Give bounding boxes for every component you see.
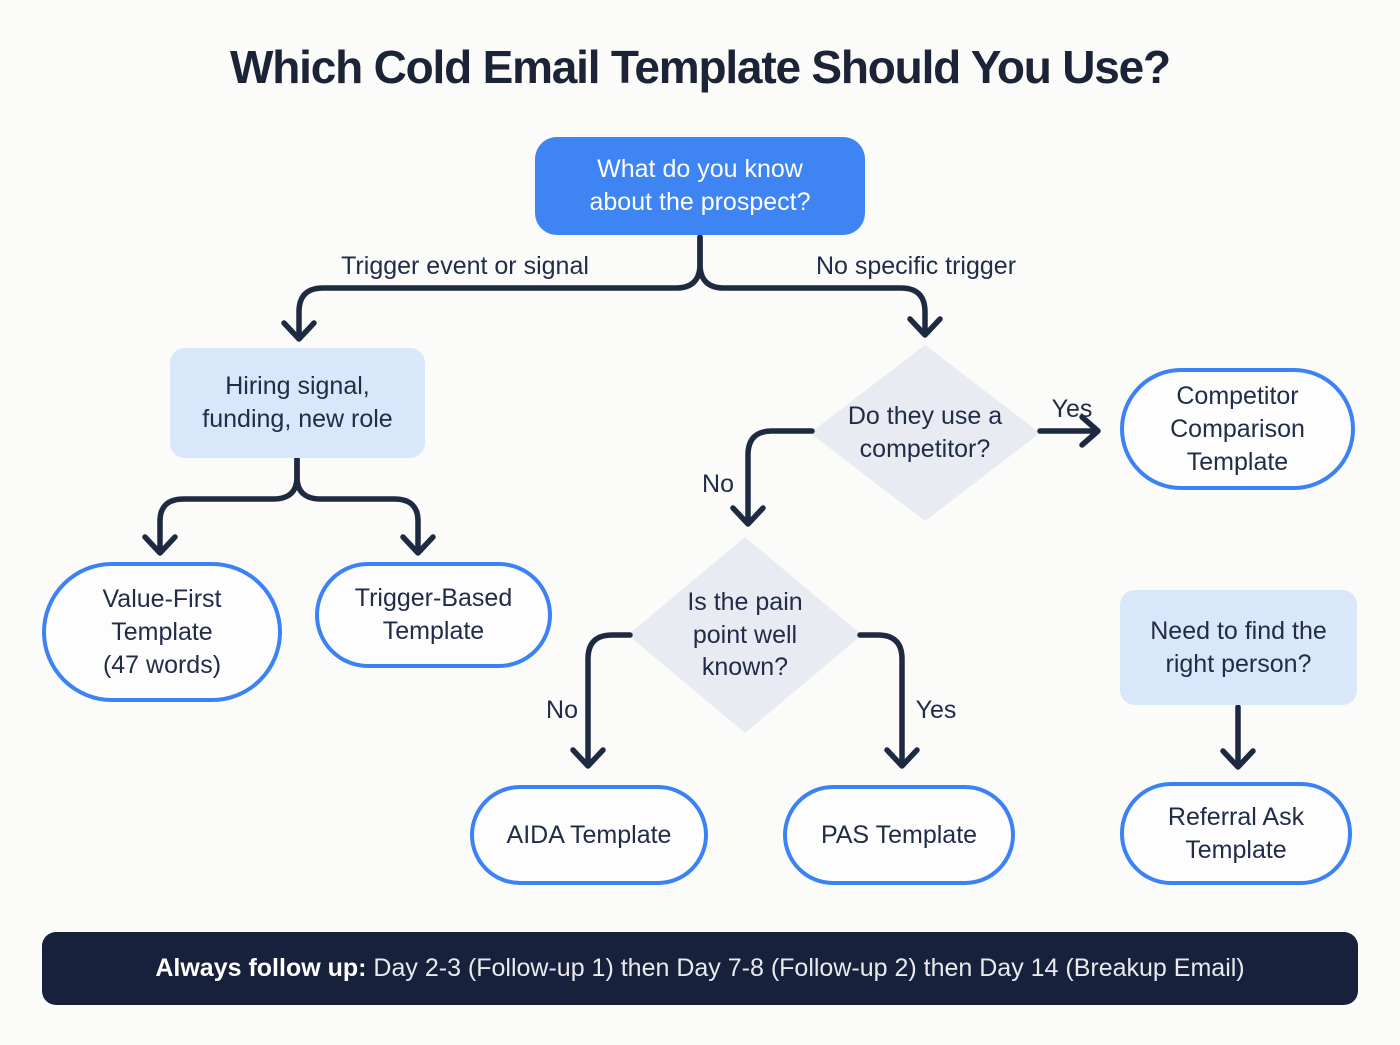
page-title: Which Cold Email Template Should You Use…: [230, 41, 1171, 93]
arrowhead-pas: [884, 747, 920, 769]
edge-root-to-competitor-question: [697, 234, 928, 336]
footer-rest-text: Day 2-3 (Follow-up 1) then Day 7-8 (Foll…: [366, 954, 1245, 982]
node-competitor-comparison-template: Competitor Comparison Template: [1120, 368, 1355, 490]
edge-label-pain-yes: Yes: [915, 696, 957, 724]
edge-no-to-aida: [585, 632, 633, 767]
node-need-right-person: Need to find the right person?: [1120, 590, 1357, 705]
node-root-question: What do you know about the prospect?: [535, 137, 865, 235]
node-referral-ask-template: Referral Ask Template: [1120, 782, 1352, 885]
edge-label-pain-no: No: [546, 696, 578, 724]
edge-label-competitor-no: No: [702, 470, 734, 498]
footer-bold-text: Always follow up:: [155, 954, 367, 982]
edge-hiring-to-value-first: [157, 455, 300, 554]
competitor-question-diamond: [810, 345, 1040, 521]
arrowhead-value-first: [142, 534, 178, 556]
arrowhead-hiring: [281, 320, 317, 342]
edge-hiring-to-trigger-based: [294, 455, 421, 554]
label-pain-question: Is the pain point well known?: [687, 588, 803, 682]
edge-yes-to-pas: [857, 632, 905, 767]
arrowhead-competitor-template: [1079, 414, 1101, 448]
arrowhead-trigger-based: [400, 534, 436, 556]
arrowhead-competitor-question: [907, 316, 943, 338]
arrowhead-aida: [570, 747, 606, 769]
pain-question-diamond: [628, 537, 862, 733]
arrowhead-referral: [1220, 748, 1256, 770]
arrowhead-pain-question: [730, 505, 766, 527]
footer-follow-up-bar: Always follow up: Day 2-3 (Follow-up 1) …: [42, 932, 1358, 1005]
edge-label-no-specific-trigger: No specific trigger: [815, 252, 1017, 280]
edge-label-trigger-event: Trigger event or signal: [341, 252, 589, 280]
node-trigger-based-template: Trigger-Based Template: [315, 562, 552, 668]
edge-no-to-pain-question: [745, 428, 815, 525]
node-hiring-signal: Hiring signal, funding, new role: [170, 348, 425, 458]
node-aida-template: AIDA Template: [470, 785, 708, 885]
node-value-first-template: Value-First Template (47 words): [42, 562, 282, 702]
label-competitor-question: Do they use a competitor?: [847, 402, 1003, 463]
node-pas-template: PAS Template: [783, 785, 1015, 885]
edge-label-competitor-yes: Yes: [1051, 395, 1093, 423]
